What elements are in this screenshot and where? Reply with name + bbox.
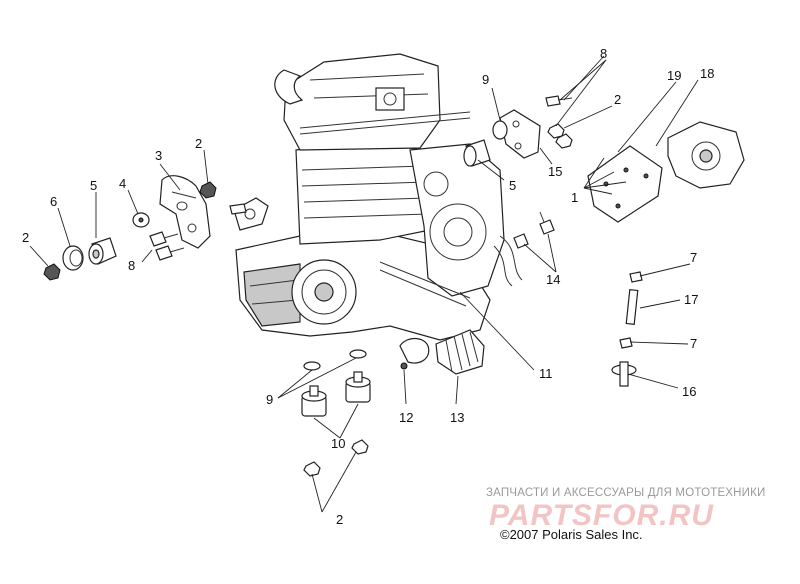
watermark-logo: PARTSFOR.RU (489, 499, 714, 532)
callout-6: 6 (50, 194, 57, 209)
callout-5-upper: 5 (509, 178, 516, 193)
leader-lines (29, 55, 699, 513)
callout-8-upper: 8 (600, 46, 607, 61)
washer-9b-icon (349, 349, 367, 359)
callout-numbers: 1 2 2 2 2 3 4 5 5 6 7 7 8 8 9 9 10 11 12… (22, 46, 714, 527)
callout-13: 13 (450, 410, 464, 425)
callout-8-left: 8 (128, 258, 135, 273)
nut-2b-icon (351, 439, 369, 455)
callout-4: 4 (119, 176, 126, 191)
nut-2a-icon (303, 461, 321, 477)
callout-9-lower: 9 (266, 392, 273, 407)
washer-9a-icon (303, 361, 321, 371)
engine-bracket-3-icon (159, 175, 211, 249)
callout-19: 19 (667, 68, 681, 83)
callout-10: 10 (331, 436, 345, 451)
callout-7-bottom: 7 (690, 336, 697, 351)
bolt-14b-icon (539, 219, 555, 235)
upper-bracket-15-icon (499, 109, 541, 159)
washer-9-icon (492, 120, 508, 140)
callout-9-upper: 9 (482, 72, 489, 87)
callout-2-bracket: 2 (195, 136, 202, 151)
copyright-notice: ©2007 Polaris Sales Inc. (500, 527, 643, 542)
grommet-7a-icon (629, 271, 643, 283)
engine-block (233, 53, 523, 341)
callout-3: 3 (155, 148, 162, 163)
callout-5-left: 5 (90, 178, 97, 193)
callout-18: 18 (700, 66, 714, 81)
spacer-6-icon (62, 245, 84, 271)
rubber-mount-10a-icon (301, 385, 327, 417)
callout-16: 16 (682, 384, 696, 399)
rubber-mount-10b-icon (345, 371, 371, 403)
left-mount-parts (43, 175, 247, 281)
watermark-tagline: ЗАПЧАСТИ И АКСЕССУАРЫ ДЛЯ МОТОТЕХНИКИ (486, 487, 766, 499)
callout-14: 14 (546, 272, 560, 287)
callout-17: 17 (684, 292, 698, 307)
callout-15: 15 (548, 164, 562, 179)
bolt-8-icon (149, 231, 167, 247)
flange-nut-icon (43, 263, 61, 281)
grommet-7b-icon (619, 337, 633, 349)
boot-13-icon (435, 329, 485, 375)
callout-2-upper: 2 (614, 92, 621, 107)
callout-1: 1 (571, 190, 578, 205)
callout-2-left: 2 (22, 230, 29, 245)
lower-mount-parts (301, 271, 643, 477)
upper-mount-parts (463, 95, 745, 249)
pin-17-icon (625, 289, 639, 325)
flange-nut-2-icon (199, 181, 217, 199)
bolt-8c-icon (545, 95, 561, 107)
bolt-8b-icon (155, 245, 173, 261)
clamp-12-icon (399, 337, 430, 364)
callout-11: 11 (539, 366, 553, 381)
callout-2-bottom: 2 (336, 512, 343, 527)
callout-12: 12 (399, 410, 413, 425)
cover-plate-19-icon (587, 145, 663, 223)
stud-16-icon (611, 361, 637, 387)
callout-7-top: 7 (690, 250, 697, 265)
